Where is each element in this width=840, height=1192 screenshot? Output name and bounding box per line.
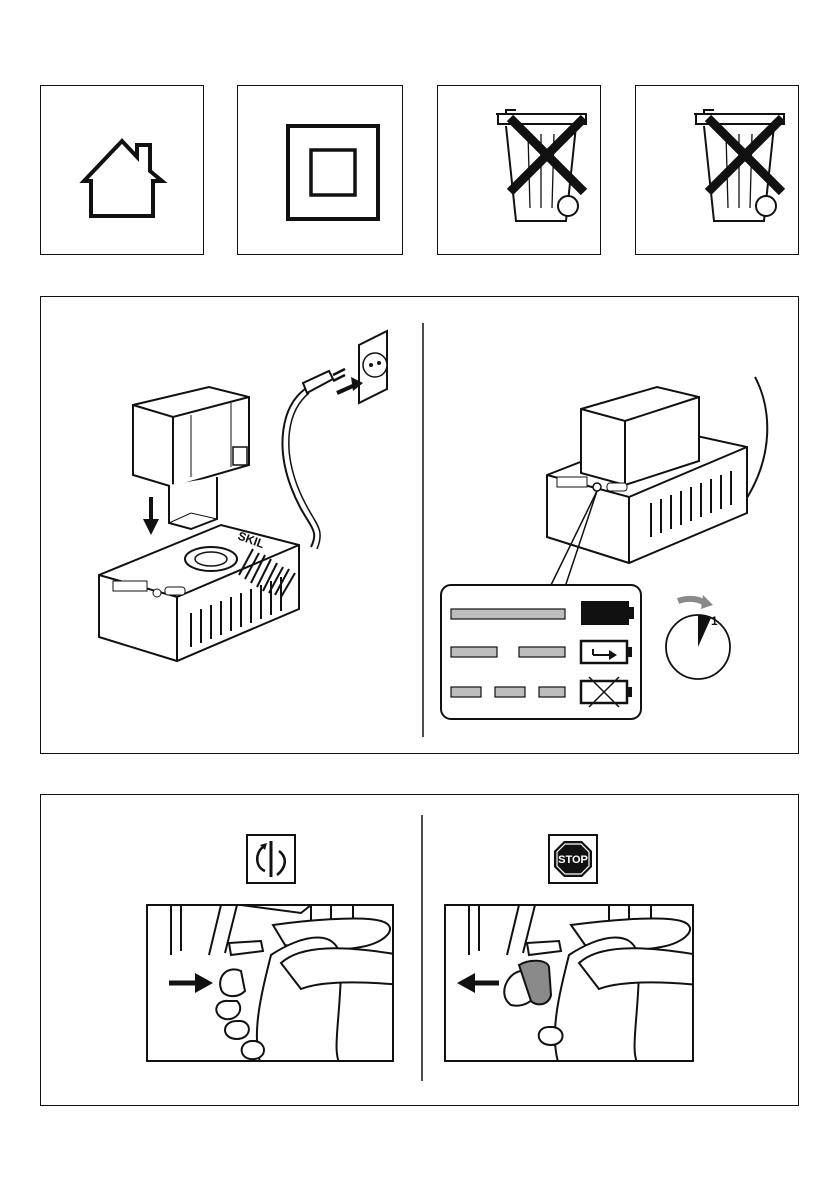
battery-charging-icon xyxy=(581,641,632,663)
stop-label: STOP xyxy=(558,854,588,866)
indicator-segment xyxy=(451,647,497,657)
charger-with-battery-icon xyxy=(547,377,767,563)
indicator-segment xyxy=(451,687,481,697)
trigger-panel: STOP xyxy=(40,794,799,1106)
trigger-illustration: STOP xyxy=(41,795,798,1105)
weee-box-1 xyxy=(437,85,601,255)
drill-forward-illustration xyxy=(147,905,401,1065)
timer-label: 1 xyxy=(711,614,718,628)
double-insulation-box xyxy=(237,85,403,255)
indicator-segment xyxy=(495,687,525,697)
crossed-bin-icon xyxy=(438,86,600,254)
house-icon xyxy=(41,86,203,254)
indicator-segment xyxy=(519,647,565,657)
indicator-segment xyxy=(451,609,565,619)
stop-sign-icon: STOP xyxy=(549,835,597,883)
drill-stop-illustration xyxy=(445,905,699,1065)
plug-icon xyxy=(283,369,345,549)
wall-outlet-icon xyxy=(359,328,387,403)
double-insulation-icon xyxy=(238,86,402,254)
battery-full-icon xyxy=(581,601,634,625)
indicator-segment xyxy=(539,687,565,697)
weee-box-2 xyxy=(635,85,799,255)
drill-rotation-icon xyxy=(247,835,295,883)
battery-defective-icon xyxy=(581,677,632,707)
timer-icon xyxy=(666,595,730,679)
crossed-bin-icon xyxy=(636,86,798,254)
charger-panel: SKIL xyxy=(40,296,799,754)
charger-base-icon xyxy=(99,525,299,661)
house-symbol-box xyxy=(40,85,204,255)
charger-illustration: SKIL xyxy=(41,297,798,753)
